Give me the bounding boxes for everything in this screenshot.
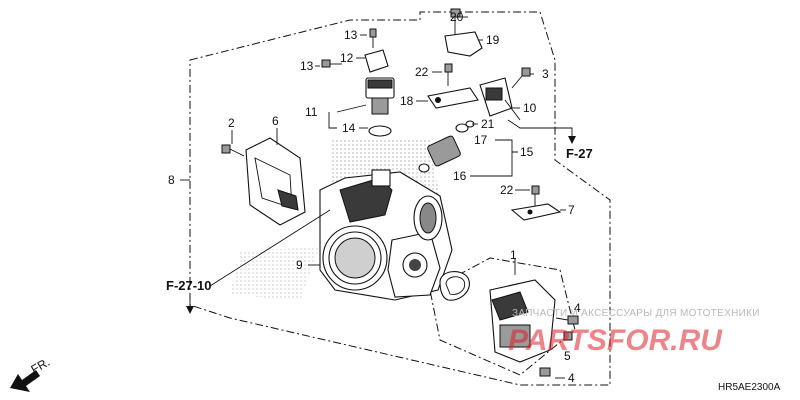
- screw-5: [563, 331, 573, 341]
- clip-12: [364, 49, 389, 73]
- callout-21: 21: [481, 117, 495, 131]
- stipple-area-2: [230, 248, 320, 300]
- callout-11: 11: [305, 105, 318, 119]
- callout-20: 20: [450, 10, 464, 24]
- callout-17: 17: [474, 133, 488, 147]
- bolt-2: [221, 144, 245, 157]
- assembly-boundary-1: [429, 257, 576, 376]
- ref-f27: F-27: [566, 146, 593, 161]
- arrow-f2710: [186, 209, 331, 314]
- leader-lines: [180, 16, 566, 379]
- watermark-line2: PARTSFOR.RU: [508, 324, 723, 357]
- mounting-bracket: [245, 137, 306, 226]
- throttle-body: [319, 169, 453, 301]
- screw-4-a: [555, 315, 579, 325]
- plate-7: [510, 203, 562, 221]
- callout-9: 9: [296, 258, 303, 272]
- throttle-position-sensor: [489, 279, 556, 363]
- injector-joint: [418, 120, 475, 173]
- o-ring-14: [368, 125, 392, 137]
- callout-4b: 4: [568, 371, 575, 385]
- callout-13b: 13: [300, 59, 314, 73]
- watermark-line1: ЗАПЧАСТИ И АКСЕССУАРЫ ДЛЯ МОТОТЕХНИКИ: [512, 308, 760, 319]
- bolt-3: [511, 67, 531, 89]
- screw-13-a: [369, 28, 377, 48]
- diagram-code: HR5AE2300A: [718, 382, 781, 393]
- bolt-20: [450, 8, 461, 36]
- map-sensor: [365, 77, 395, 115]
- callout-12: 12: [340, 51, 354, 65]
- callout-16: 16: [453, 169, 467, 183]
- callout-2: 2: [228, 116, 235, 130]
- callout-19: 19: [486, 33, 500, 47]
- callout-1: 1: [510, 248, 517, 262]
- callout-18: 18: [400, 94, 414, 108]
- callout-15: 15: [520, 145, 534, 159]
- callout-labels: 1 2 3 4 4 5 6 7 8 9 10 11 12 13 13 14 15…: [168, 10, 581, 385]
- screw-13-b: [321, 59, 342, 68]
- callout-6: 6: [272, 114, 279, 128]
- fuel-injector: [479, 77, 521, 121]
- ref-f2710: F-27-10: [166, 278, 212, 293]
- callout-3: 3: [542, 67, 549, 81]
- callout-22b: 22: [500, 183, 514, 197]
- callout-14: 14: [342, 121, 356, 135]
- callout-4a: 4: [574, 301, 581, 315]
- bolt-22-b: [531, 185, 540, 206]
- bolt-22-a: [444, 63, 453, 86]
- screw-4-b: [539, 367, 551, 377]
- callout-8: 8: [168, 173, 175, 187]
- callout-22a: 22: [415, 65, 429, 79]
- callout-13a: 13: [344, 28, 358, 42]
- callout-5: 5: [564, 349, 571, 363]
- clamp-19: [444, 31, 483, 57]
- arrow-f27: [507, 119, 576, 144]
- callout-10: 10: [523, 101, 537, 115]
- assembly-boundary-8: [189, 11, 611, 386]
- front-arrow-icon: [10, 370, 40, 392]
- callout-7: 7: [568, 203, 575, 217]
- bracket-18: [427, 87, 479, 109]
- sensor-gasket: [439, 271, 470, 301]
